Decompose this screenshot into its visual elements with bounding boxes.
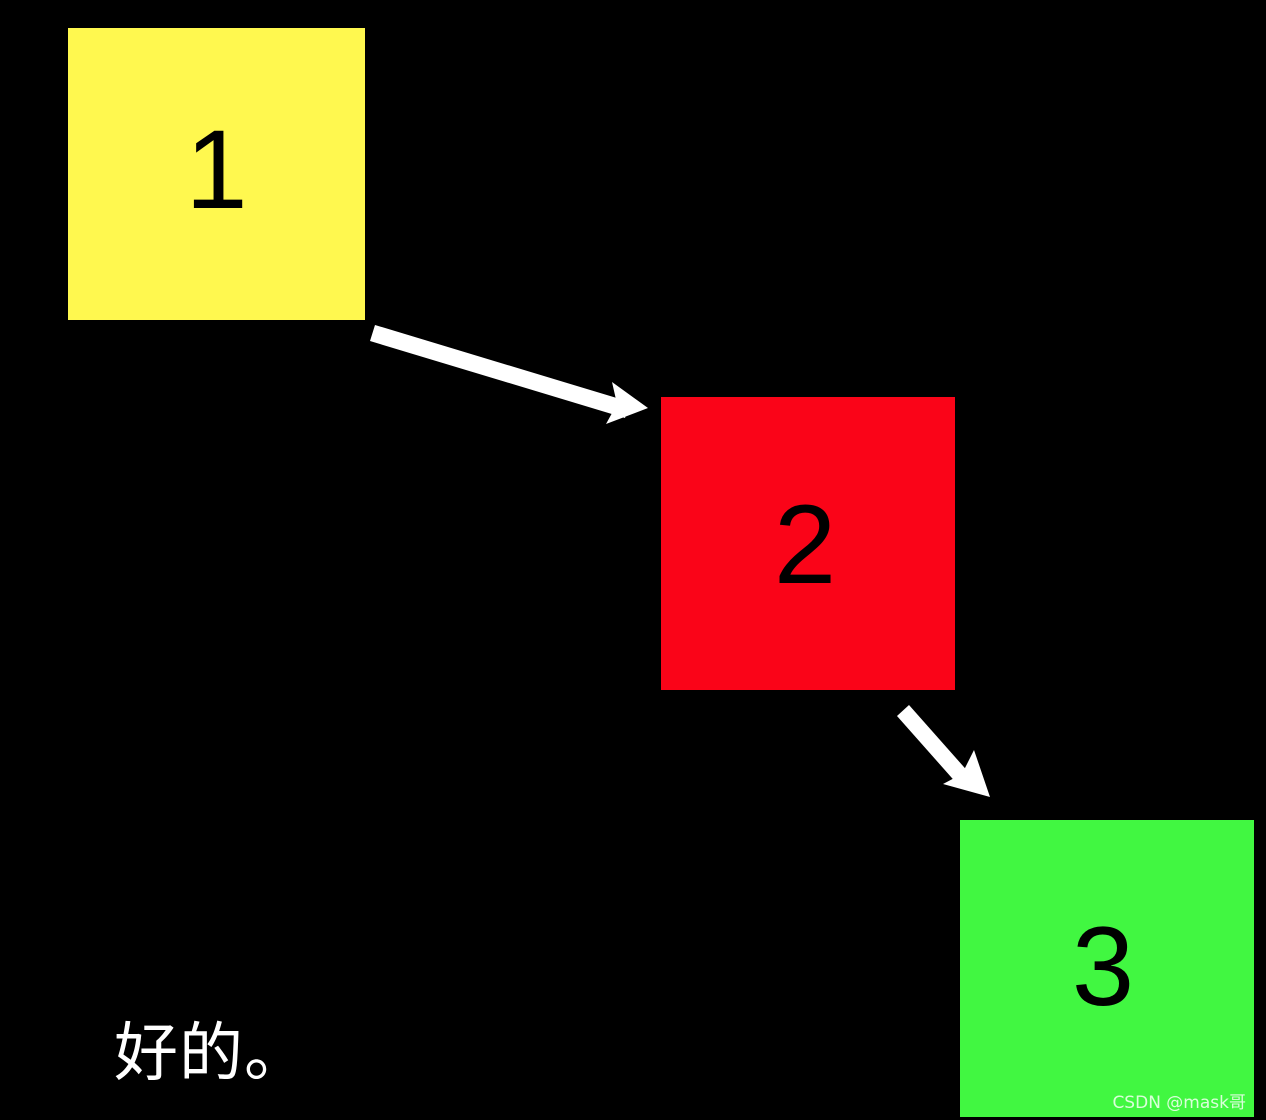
flow-node-1[interactable]: 1 bbox=[68, 28, 365, 320]
flow-node-3-label: 3 bbox=[1071, 903, 1135, 1029]
arrow-1-to-2 bbox=[370, 325, 648, 424]
arrow-2-to-3 bbox=[897, 705, 990, 797]
caption-text: 好的。 bbox=[114, 1017, 309, 1091]
flow-node-3[interactable]: 3 CSDN @mask哥 bbox=[960, 820, 1254, 1117]
flow-node-2-label: 2 bbox=[773, 481, 837, 607]
flow-node-2[interactable]: 2 bbox=[661, 397, 955, 690]
flow-node-1-label: 1 bbox=[185, 107, 248, 232]
csdn-watermark: CSDN @mask哥 bbox=[1112, 1092, 1246, 1113]
